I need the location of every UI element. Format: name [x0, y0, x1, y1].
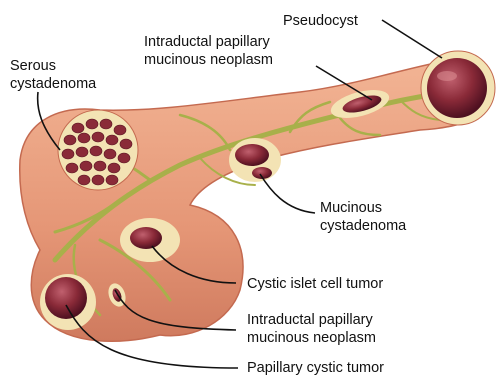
label-ipmn-bottom-1: Intraductal papillary: [247, 312, 373, 328]
leader-mucinous: [260, 174, 315, 213]
label-mucinous-1: Mucinous: [320, 200, 382, 216]
label-islet: Cystic islet cell tumor: [247, 276, 383, 292]
cystic-islet-cell-tumor: [120, 218, 180, 262]
label-ipmn-top-2: mucinous neoplasm: [144, 52, 273, 68]
leader-pseudocyst: [382, 20, 442, 58]
label-pseudocyst: Pseudocyst: [283, 13, 358, 29]
label-mucinous-2: cystadenoma: [320, 218, 407, 234]
serous-cystadenoma: [58, 110, 138, 190]
papillary-cystic-tumor: [40, 274, 96, 330]
label-ipmn-top-1: Intraductal papillary: [144, 34, 270, 50]
pseudocyst: [421, 51, 495, 125]
label-papillary: Papillary cystic tumor: [247, 360, 384, 376]
label-ipmn-bottom-2: mucinous neoplasm: [247, 330, 376, 346]
mucinous-cystadenoma: [229, 138, 281, 182]
label-serous-2: cystadenoma: [10, 76, 97, 92]
label-serous-1: Serous: [10, 58, 56, 74]
